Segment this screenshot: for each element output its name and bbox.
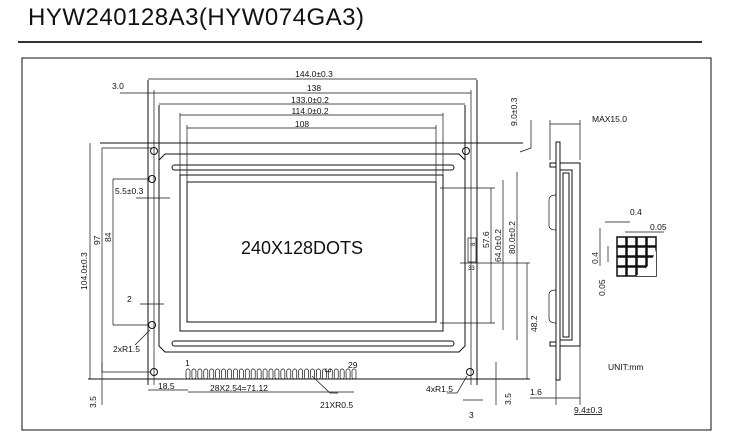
connector-pin: [351, 368, 357, 380]
connector-pin: [262, 368, 268, 380]
dim-height-84: 84: [103, 232, 113, 242]
drawing-frame: [21, 57, 712, 431]
side-view: [530, 120, 581, 405]
pixel-dot: [636, 256, 647, 267]
dim-4xR1-5: 4xR1.5: [426, 384, 453, 394]
connector-pin: [215, 368, 220, 380]
dim-max-15: MAX15.0: [592, 114, 627, 124]
dim-height-104: 104.0±0.3: [79, 252, 89, 290]
connector-pin: [316, 368, 321, 380]
connector-pin: [244, 368, 250, 380]
front-view: [88, 80, 530, 385]
mount-hole: [150, 368, 158, 376]
dim-offset-3: 3.0: [112, 81, 124, 91]
connector-pin: [268, 368, 274, 380]
dim-1-6: 1.6: [530, 387, 542, 397]
connector-pin: [345, 368, 351, 380]
mount-hole: [462, 147, 470, 155]
dim-height-80: 80.0±0.2: [507, 221, 517, 254]
pixel-dot: [626, 256, 637, 267]
pixel-dot: [616, 266, 627, 277]
connector-pin: [274, 368, 280, 380]
dim-18-5: 18.5: [158, 381, 175, 391]
dim-3-5-left: 3.5: [88, 396, 98, 408]
dim-height-9: 9.0±0.3: [509, 97, 519, 126]
connector-pin: [327, 368, 333, 380]
connector-pin: [333, 368, 339, 380]
pixel-dot: [636, 236, 647, 247]
connector-pins: [185, 368, 357, 380]
pixel-dot: [626, 246, 637, 257]
connector-pin: [203, 368, 209, 380]
dim-3-5-right: 3.5: [503, 393, 513, 405]
mount-hole: [148, 321, 156, 329]
connector-pin: [280, 368, 286, 380]
connector-pin: [292, 368, 298, 380]
dim-pixel-0-4-v: 0.4: [590, 252, 600, 264]
connector-pin: [250, 368, 256, 380]
connector-pin: [209, 368, 215, 380]
connector-pin: [197, 368, 203, 380]
dim-height-64: 64.0±0.2: [493, 229, 503, 262]
pixel-detail: [599, 221, 664, 277]
connector-pin: [185, 368, 191, 380]
display-label: 240X128DOTS: [241, 238, 363, 258]
dim-pin-pitch: 28X2.54=71.12: [210, 383, 268, 393]
connector-pin: [233, 368, 238, 380]
pixel-dot: [636, 246, 647, 257]
connector-pin: [191, 368, 197, 380]
dim-width-114: 114.0±0.2: [291, 106, 328, 116]
connector-pin: [227, 368, 232, 380]
svg-text:33: 33: [468, 266, 475, 272]
dim-width-144: 144.0±0.3: [295, 69, 333, 79]
pixel-dot: [616, 236, 627, 247]
pixel-dot: [626, 266, 637, 277]
pin-marks: 8 33: [467, 237, 477, 272]
dim-3-bottom: 3: [469, 410, 474, 420]
dim-width-133: 133.0±0.2: [291, 95, 329, 105]
connector-pin: [339, 368, 345, 380]
pin-1-label: 1: [185, 358, 190, 368]
connector-pin: [286, 368, 292, 380]
pixel-dot: [626, 236, 637, 247]
dim-height-48-2: 48.2: [529, 315, 539, 332]
mount-hole: [466, 368, 474, 376]
dim-9-4: 9.4±0.3: [574, 405, 603, 415]
dim-2: 2: [127, 294, 132, 304]
unit-label: UNIT:mm: [608, 362, 643, 372]
pin-height-3: 3: [323, 368, 333, 373]
connector-pin: [221, 368, 226, 380]
connector-pin: [304, 368, 309, 380]
connector-pin: [298, 368, 303, 380]
connector-pin: [310, 368, 315, 380]
dim-height-97: 97: [92, 235, 102, 245]
svg-text:8: 8: [471, 242, 477, 246]
pixel-dot: [646, 236, 657, 247]
dim-pixel-0-05-v: 0.05: [597, 279, 607, 296]
drawing-title: HYW240128A3(HYW074GA3): [28, 4, 365, 31]
dim-pixel-0-05-h: 0.05: [650, 222, 667, 232]
dim-5-5: 5.5±0.3: [115, 186, 144, 196]
dim-pixel-0-4-h: 0.4: [630, 207, 642, 217]
dim-height-57-6: 57.6: [481, 231, 491, 248]
dim-2xR1-5: 2xR1.5: [113, 344, 140, 354]
title-rule: [18, 41, 702, 43]
connector-pin: [322, 368, 327, 380]
dim-21xR0-5: 21XR0.5: [320, 400, 353, 410]
connector-pin: [239, 368, 244, 380]
pin-29-label: 29: [348, 360, 358, 370]
mount-hole: [150, 147, 158, 155]
dim-width-138: 138: [307, 83, 321, 93]
pixel-dot: [616, 256, 627, 267]
dim-width-108: 108: [295, 119, 309, 129]
pixel-dot: [616, 246, 627, 257]
connector-pin: [256, 368, 262, 380]
